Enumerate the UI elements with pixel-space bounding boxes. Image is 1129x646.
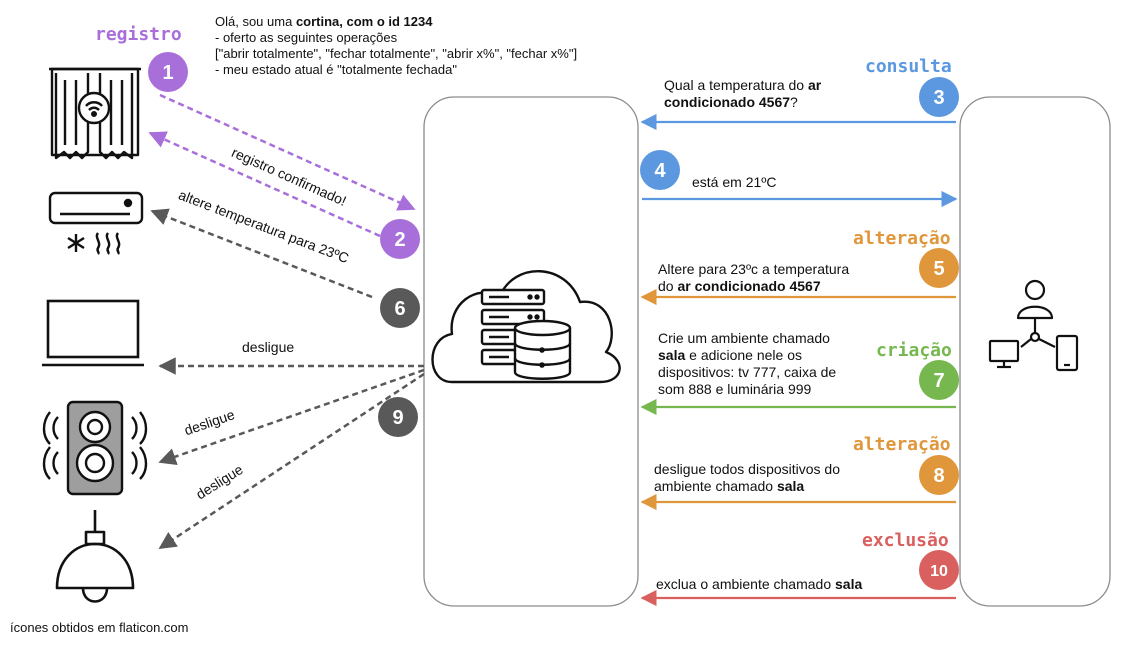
step-4-badge: 4	[640, 150, 680, 190]
step-1-number: 1	[162, 62, 173, 84]
tag-criacao: criação	[876, 340, 952, 361]
registration-line2: - oferto as seguintes operações	[215, 30, 398, 45]
server-lane	[423, 96, 639, 607]
step-9-badge: 9	[378, 397, 418, 437]
step-2-number: 2	[394, 229, 405, 251]
step-8-number: 8	[933, 465, 944, 487]
curtain-icon	[49, 67, 141, 160]
tag-alteracao-1: alteração	[853, 228, 951, 249]
message-8-line1: desligue todos dispositivos do	[654, 461, 841, 477]
message-10: exclua o ambiente chamado sala	[656, 576, 916, 593]
client-lane	[959, 96, 1111, 607]
step-3-number: 3	[933, 87, 944, 109]
step-6-badge: 6	[380, 288, 420, 328]
step-1-badge: 1	[148, 52, 188, 92]
message-10-pre: exclua o ambiente chamado	[656, 576, 835, 592]
icon-credit-footer: ícones obtidos em flaticon.com	[10, 620, 189, 635]
message-3-pre: Qual a temperatura do	[664, 77, 808, 93]
registration-line3: ["abrir totalmente", "fechar totalmente"…	[215, 46, 578, 61]
turnoff-tv-label: desligue	[242, 339, 295, 355]
message-7-bold: sala	[658, 347, 686, 363]
tv-icon	[42, 299, 144, 367]
step-4-number: 4	[654, 160, 666, 182]
step-7-badge: 7	[919, 360, 959, 400]
message-5-line1: Altere para 23ºc a temperatura	[658, 261, 850, 277]
message-8-pre: ambiente chamado	[654, 478, 777, 494]
tag-exclusao: exclusão	[862, 530, 949, 551]
message-7-line1: Crie um ambiente chamado	[658, 330, 830, 346]
message-4: está em 21ºC	[692, 174, 777, 190]
message-10-bold: sala	[835, 576, 863, 592]
message-7: Crie um ambiente chamado sala e adicione…	[658, 330, 908, 398]
turnoff-speaker-label: desligue	[182, 406, 237, 438]
message-5-bold: ar condicionado 4567	[677, 278, 821, 294]
message-8-bold: sala	[776, 478, 805, 494]
step-6-number: 6	[394, 298, 405, 320]
message-7-line3: dispositivos: tv 777, caixa de	[658, 364, 837, 380]
step-8-badge: 8	[919, 455, 959, 495]
air-conditioner-icon	[48, 191, 144, 255]
message-5-pre: do	[658, 278, 678, 294]
message-5: Altere para 23ºc a temperatura do ar con…	[658, 261, 908, 295]
registration-line1-bold: cortina, com o id 1234	[295, 14, 433, 29]
message-8: desligue todos dispositivos do ambiente …	[654, 461, 904, 495]
step-2-badge: 2	[380, 219, 420, 259]
registration-line1-pre: Olá, sou uma	[215, 14, 296, 29]
step-10-number: 10	[930, 563, 948, 580]
arrow-turnoff-speaker	[158, 368, 425, 466]
registration-message: Olá, sou uma cortina, com o id 1234 - of…	[215, 14, 615, 78]
user-devices-icon	[988, 279, 1079, 372]
speaker-icon	[42, 400, 148, 496]
step-3-badge: 3	[919, 77, 959, 117]
step-9-number: 9	[392, 407, 403, 429]
lamp-icon	[55, 510, 135, 603]
step-5-number: 5	[933, 258, 944, 280]
message-3-bold-1: ar	[807, 77, 822, 93]
step-7-number: 7	[933, 370, 944, 392]
message-3-post: ?	[790, 94, 798, 110]
arrow-turnoff-lamp	[158, 372, 425, 550]
message-3: Qual a temperatura do ar condicionado 45…	[664, 77, 904, 111]
step-10-badge: 10	[919, 550, 959, 590]
step-5-badge: 5	[919, 248, 959, 288]
arrow-registration-request	[159, 93, 416, 211]
tag-consulta: consulta	[865, 56, 952, 77]
tag-registro: registro	[95, 24, 182, 45]
message-7-line4: som 888 e luminária 999	[658, 381, 812, 397]
cloud-server-icon	[431, 270, 621, 384]
message-7-line2-post: e adicione nele os	[685, 347, 803, 363]
registration-line4: - meu estado atual é "totalmente fechada…	[215, 62, 457, 77]
arrow-registration-confirmed	[148, 131, 381, 238]
message-3-bold-2: condicionado 4567	[664, 94, 791, 110]
tag-alteracao-2: alteração	[853, 434, 951, 455]
